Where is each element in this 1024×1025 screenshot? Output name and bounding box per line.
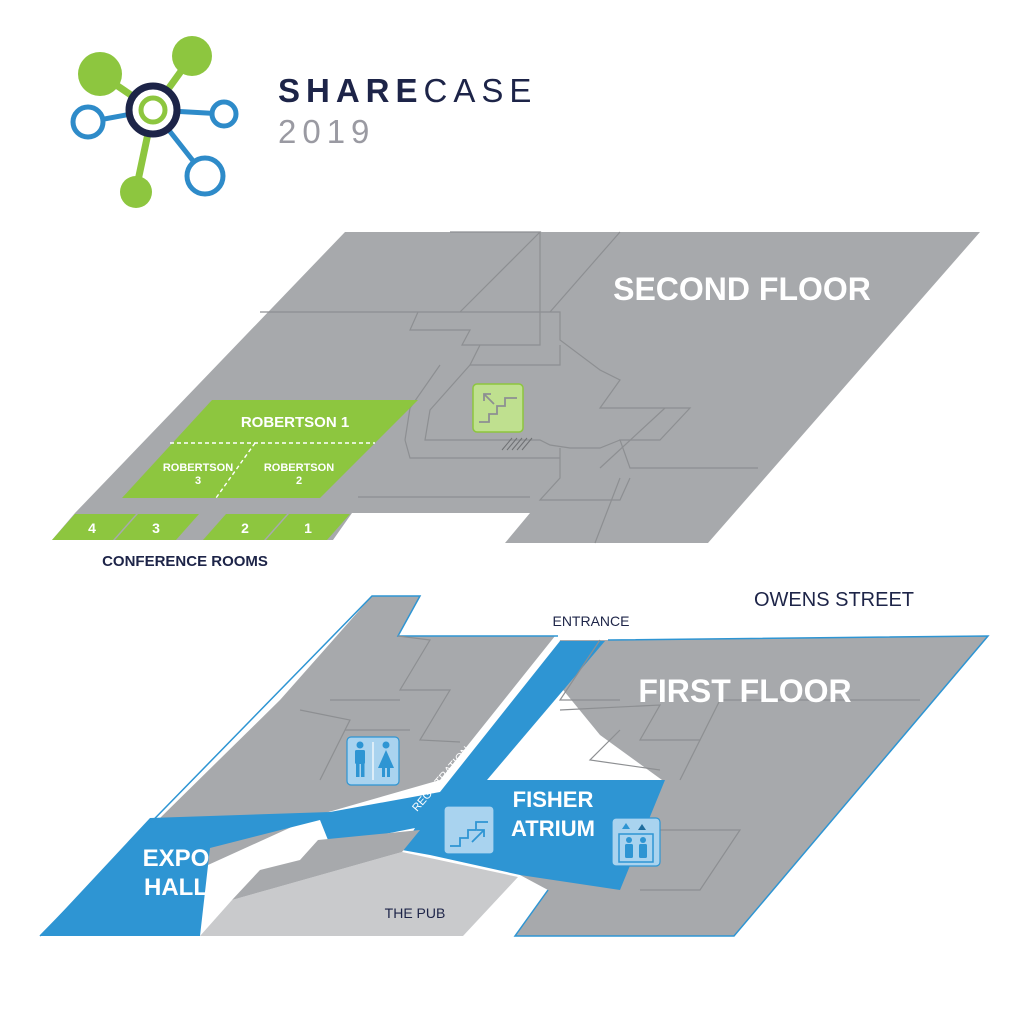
second-floor: ROBERTSON 1 ROBERTSON 3 ROBERTSON 2 4 3 … — [52, 231, 980, 570]
conference-room-2-label: 2 — [241, 520, 249, 536]
fisher-atrium-label-line1: FISHER — [513, 787, 594, 812]
first-floor-outline-right — [513, 635, 990, 937]
robertson-2-label-line1: ROBERTSON — [264, 462, 334, 474]
first-floor: FIRST FLOOR OWENS STREET ENTRANCE REGIST… — [39, 589, 990, 937]
conference-room-4[interactable] — [52, 514, 136, 540]
conference-rooms: 4 3 2 1 — [52, 514, 350, 540]
conference-room-2[interactable] — [203, 514, 287, 540]
entrance-label: ENTRANCE — [552, 613, 629, 629]
second-floor-title: SECOND FLOOR — [613, 271, 871, 307]
conference-rooms-label: CONFERENCE ROOMS — [102, 553, 268, 570]
robertson-3-label-line2: 3 — [195, 475, 201, 487]
brand-name-light: CASE — [423, 72, 538, 109]
robertson-block[interactable] — [122, 400, 418, 498]
robertson-divider-v — [215, 442, 256, 499]
owens-street-label: OWENS STREET — [754, 589, 914, 611]
elevator-icon — [611, 817, 661, 867]
robertson-3-label-line1: ROBERTSON — [163, 462, 233, 474]
expo-hall-label-line2: HALL — [144, 874, 208, 901]
brand-year: 2019 — [278, 113, 376, 150]
restroom-icon — [346, 736, 400, 786]
the-pub[interactable] — [200, 852, 518, 936]
conference-room-4-label: 4 — [88, 520, 96, 536]
conference-room-1[interactable] — [266, 514, 350, 540]
brand-wordmark: SHARECASE 2019 — [278, 74, 537, 148]
fisher-atrium-label-line2: ATRIUM — [511, 816, 595, 841]
the-pub-label: THE PUB — [385, 905, 446, 921]
pub-dark-area — [232, 830, 420, 900]
conference-room-1-label: 1 — [304, 520, 312, 536]
first-floor-title: FIRST FLOOR — [638, 673, 851, 709]
robertson-1-label: ROBERTSON 1 — [241, 414, 349, 431]
expo-hall-label-line1: EXPO — [143, 845, 210, 872]
first-floor-outline — [39, 595, 558, 937]
second-floor-walls — [260, 231, 758, 544]
brand-name: SHARECASE — [278, 74, 537, 107]
conference-room-3-label: 3 — [152, 520, 160, 536]
stairs-icon — [472, 383, 524, 433]
robertson-2-label-line2: 2 — [296, 475, 302, 487]
sharecase-logo — [70, 36, 239, 208]
conference-room-3[interactable] — [115, 514, 199, 540]
stair-hatch — [501, 437, 533, 451]
registration-corridor[interactable] — [40, 641, 665, 936]
stairs-icon-first-floor — [443, 805, 495, 855]
first-floor-walls — [299, 635, 920, 891]
brand-name-bold: SHARE — [278, 72, 424, 109]
